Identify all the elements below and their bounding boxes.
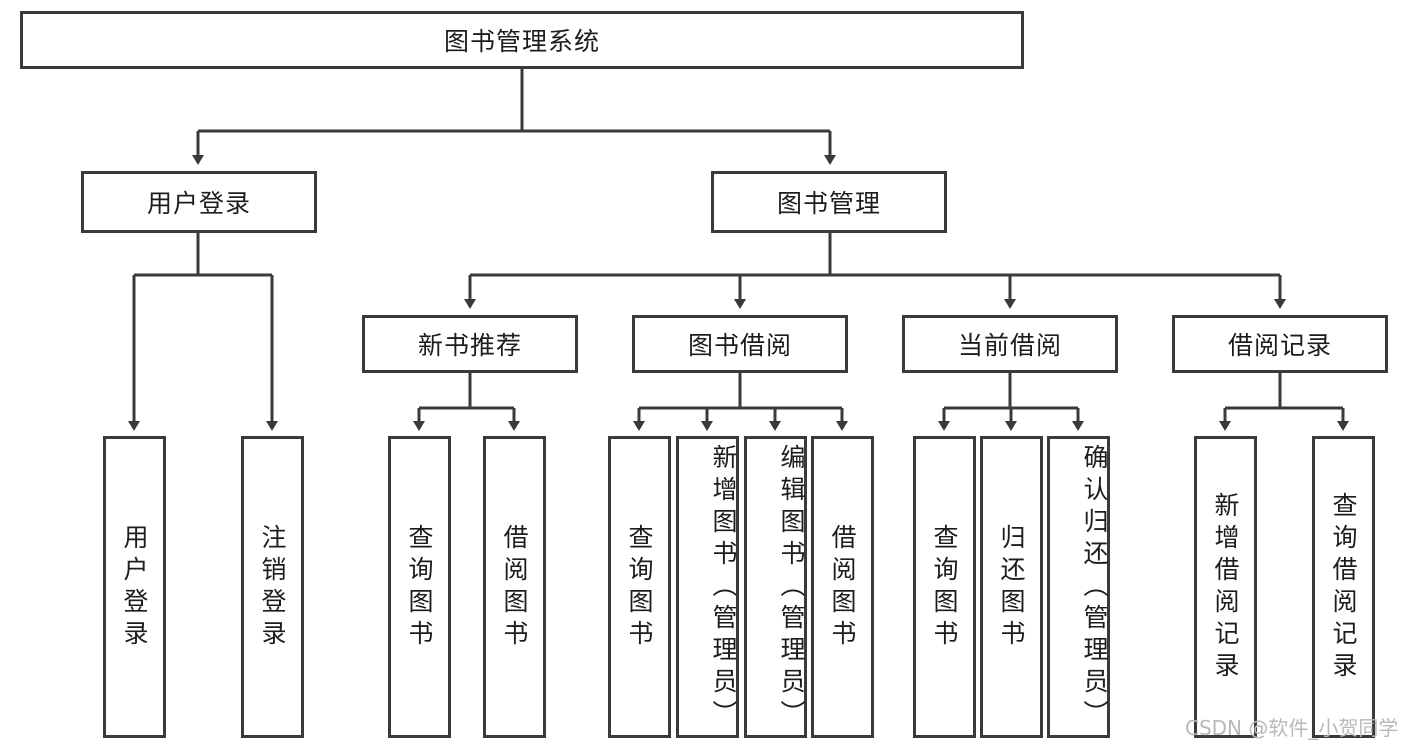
node-book-manage-label: 图书管理 (776, 189, 881, 218)
node-book-manage[interactable]: 图书管理 (711, 171, 947, 233)
node-leaf-query-book-rec-label: 查询图书 (405, 524, 434, 652)
node-leaf-user-login[interactable]: 用户登录 (103, 436, 166, 738)
node-leaf-add-book-admin-label: 新增图书（管理员） (709, 444, 738, 732)
node-new-book-recommend-label: 新书推荐 (417, 331, 522, 360)
node-root-label: 图书管理系统 (443, 27, 600, 56)
node-leaf-return-book-label: 归还图书 (997, 524, 1026, 652)
node-leaf-query-borrow-record-label: 查询借阅记录 (1329, 492, 1358, 684)
node-leaf-query-borrow-record[interactable]: 查询借阅记录 (1312, 436, 1375, 738)
node-leaf-query-book-current-label: 查询图书 (930, 524, 959, 652)
node-leaf-query-book-current[interactable]: 查询图书 (913, 436, 976, 738)
node-user-login[interactable]: 用户登录 (81, 171, 317, 233)
node-leaf-query-book-borrow[interactable]: 查询图书 (608, 436, 671, 738)
node-leaf-query-book-borrow-label: 查询图书 (625, 524, 654, 652)
node-leaf-logout[interactable]: 注销登录 (241, 436, 304, 738)
node-leaf-borrow-book-borrow[interactable]: 借阅图书 (811, 436, 874, 738)
node-leaf-borrow-book-rec-label: 借阅图书 (500, 524, 529, 652)
node-borrow-record[interactable]: 借阅记录 (1172, 315, 1388, 373)
node-new-book-recommend[interactable]: 新书推荐 (362, 315, 578, 373)
node-current-borrow-label: 当前借阅 (957, 331, 1062, 360)
node-book-borrow-label: 图书借阅 (687, 331, 792, 360)
node-leaf-add-borrow-record-label: 新增借阅记录 (1211, 492, 1240, 684)
node-leaf-edit-book-admin-label: 编辑图书（管理员） (777, 444, 806, 732)
node-leaf-user-login-label: 用户登录 (120, 524, 149, 652)
node-current-borrow[interactable]: 当前借阅 (902, 315, 1118, 373)
node-leaf-logout-label: 注销登录 (258, 524, 287, 652)
node-leaf-return-book[interactable]: 归还图书 (980, 436, 1043, 738)
node-user-login-label: 用户登录 (146, 189, 251, 218)
node-leaf-confirm-return-admin-label: 确认归还（管理员） (1080, 444, 1109, 732)
node-leaf-add-borrow-record[interactable]: 新增借阅记录 (1194, 436, 1257, 738)
node-root[interactable]: 图书管理系统 (20, 11, 1024, 69)
csdn-watermark: CSDN @软件_小贺同学 (1185, 716, 1399, 740)
node-leaf-confirm-return-admin[interactable]: 确认归还（管理员） (1047, 436, 1110, 738)
node-borrow-record-label: 借阅记录 (1227, 331, 1332, 360)
node-leaf-borrow-book-borrow-label: 借阅图书 (828, 524, 857, 652)
node-leaf-borrow-book-rec[interactable]: 借阅图书 (483, 436, 546, 738)
node-leaf-add-book-admin[interactable]: 新增图书（管理员） (676, 436, 739, 738)
node-leaf-edit-book-admin[interactable]: 编辑图书（管理员） (744, 436, 807, 738)
node-book-borrow[interactable]: 图书借阅 (632, 315, 848, 373)
node-leaf-query-book-rec[interactable]: 查询图书 (388, 436, 451, 738)
